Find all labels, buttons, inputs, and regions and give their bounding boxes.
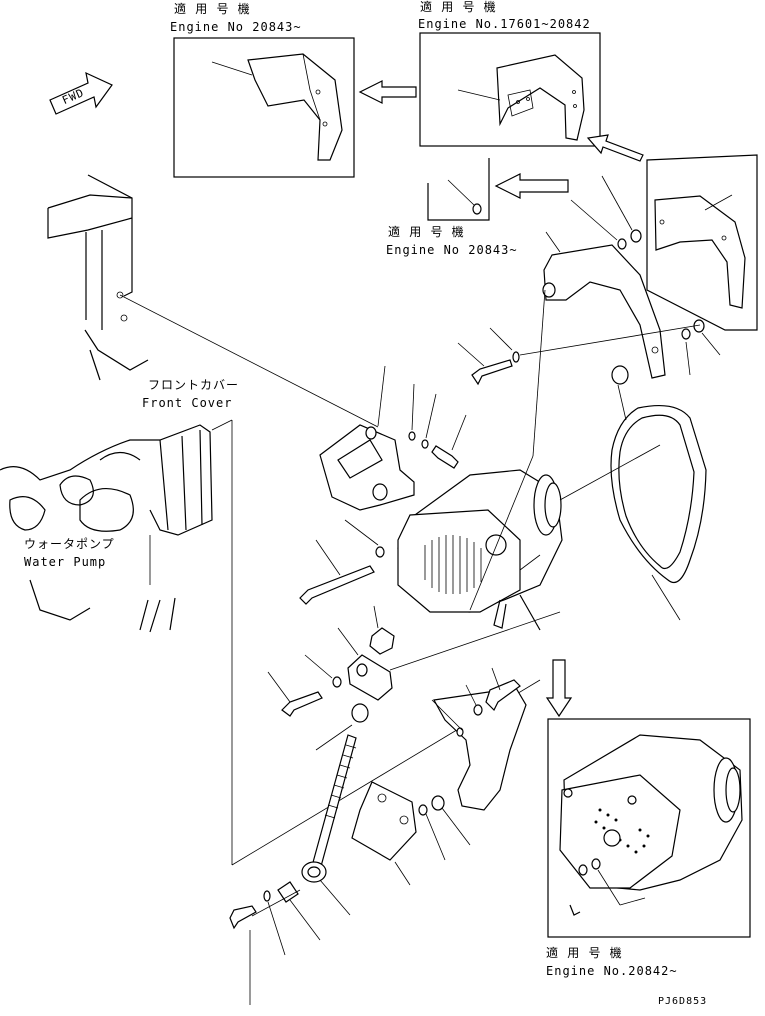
shield-new-type (211, 53, 343, 161)
arrow-to-top-center-inset (586, 134, 644, 162)
v-belt (610, 405, 707, 621)
inset-mid-title: 適 用 号 機 (388, 225, 465, 239)
inset-bottom-right-engine-range: Engine No.20842~ (546, 964, 678, 978)
water-pump (0, 424, 213, 633)
bracket-bolt-set (408, 383, 467, 469)
adjusting-block (337, 605, 395, 701)
inset-box-bottom-right (547, 718, 751, 938)
lower-bracket-arm (431, 687, 527, 811)
fwd-arrow-icon (49, 71, 113, 115)
inset-top-left-engine-range: Engine No 20843~ (170, 20, 302, 34)
bottom-bolt-set (229, 879, 351, 1005)
guard-fasteners (570, 175, 721, 376)
inset-bottom-right-title: 適 用 号 機 (546, 946, 623, 960)
engine-front-cover (47, 174, 379, 428)
inset-mid-engine-range: Engine No 20843~ (386, 243, 518, 257)
inset-box-top-center (419, 32, 601, 147)
arrow-to-mid-inset (494, 173, 569, 199)
shield-old-type (457, 54, 585, 141)
mid-inset-nut (447, 179, 482, 215)
inset-box-right-bracket (646, 154, 758, 331)
drawing-code: PJ6D853 (658, 996, 708, 1007)
alternator-new-type (559, 734, 743, 916)
inset-top-center-title: 適 用 号 機 (420, 0, 497, 14)
adjusting-bolt (267, 611, 561, 717)
right-inset-shield (654, 194, 746, 309)
alternator (397, 444, 661, 631)
spacer-ring (611, 365, 629, 421)
guard-bolt (457, 324, 701, 386)
water-pump-label-jp: ウォータポンプ (24, 537, 115, 551)
belt-guard-shield (542, 231, 666, 379)
water-pump-label-en: Water Pump (24, 555, 107, 569)
alternator-upper-bracket (319, 365, 415, 511)
inset-box-top-left (173, 37, 355, 178)
inset-top-left-title: 適 用 号 機 (174, 2, 251, 16)
lower-bracket-bolt (465, 667, 521, 716)
alternator-vent-slots (424, 535, 482, 594)
lower-nut-washer (418, 795, 471, 861)
inset-box-mid (427, 158, 490, 221)
lower-bracket-plate (351, 781, 417, 886)
arrow-to-top-left-inset (358, 80, 417, 104)
arrow-down-to-alternator-inset (545, 659, 573, 718)
front-cover-label-jp: フロントカバー (148, 378, 240, 392)
adjusting-rod (301, 703, 369, 883)
inset-top-center-engine-range: Engine No.17601~20842 (418, 17, 591, 31)
front-cover-label-en: Front Cover (142, 396, 233, 410)
long-through-bolt (299, 519, 385, 605)
rod-thread (324, 744, 357, 819)
